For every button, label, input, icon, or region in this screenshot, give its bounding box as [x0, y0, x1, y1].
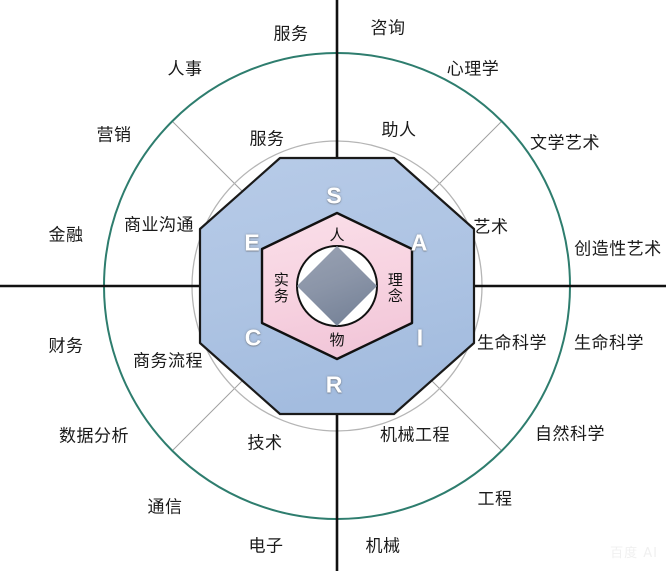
ring-outer-label: 服务	[273, 24, 309, 45]
ring-outer-label: 电子	[248, 536, 284, 557]
ring-inner-label: 助人	[381, 120, 417, 141]
ring-outer-label: 创造性艺术	[574, 239, 662, 260]
core-label-right: 理念	[385, 272, 404, 304]
ring-inner-label: 商务流程	[133, 351, 203, 372]
ring-outer-label: 机械	[365, 536, 401, 557]
ring-outer-label: 通信	[147, 497, 183, 518]
ring-outer-label: 自然科学	[535, 424, 605, 445]
core-label-left: 实务	[271, 272, 290, 304]
riasec-code-i: I	[416, 324, 424, 351]
riasec-code-e: E	[244, 229, 260, 256]
riasec-code-r: R	[325, 371, 343, 398]
riasec-code-s: S	[326, 182, 342, 209]
core-label-top: 人	[329, 226, 345, 245]
ring-outer-label: 金融	[48, 225, 84, 246]
riasec-code-a: A	[410, 229, 428, 256]
ring-inner-label: 服务	[249, 129, 285, 150]
ring-outer-label: 生命科学	[574, 333, 644, 354]
core-label-bottom: 物	[329, 331, 345, 350]
ring-outer-label: 文学艺术	[530, 133, 600, 154]
ring-inner-label: 生命科学	[477, 333, 547, 354]
ring-outer-label: 营销	[96, 125, 132, 146]
watermark: 百度 AI	[610, 546, 658, 561]
ring-inner-label: 机械工程	[380, 425, 450, 446]
ring-outer-label: 数据分析	[59, 426, 129, 447]
ring-outer-label: 人事	[167, 59, 203, 80]
ring-inner-label: 技术	[247, 433, 283, 454]
ring-outer-label: 心理学	[446, 59, 500, 80]
ring-outer-label: 咨询	[370, 18, 406, 39]
core-diamond	[297, 246, 377, 326]
riasec-code-c: C	[244, 324, 262, 351]
ring-inner-label: 商业沟通	[124, 215, 194, 236]
ring-inner-label: 艺术	[473, 217, 509, 238]
ring-outer-label: 工程	[477, 489, 513, 510]
ring-outer-label: 财务	[48, 336, 84, 357]
